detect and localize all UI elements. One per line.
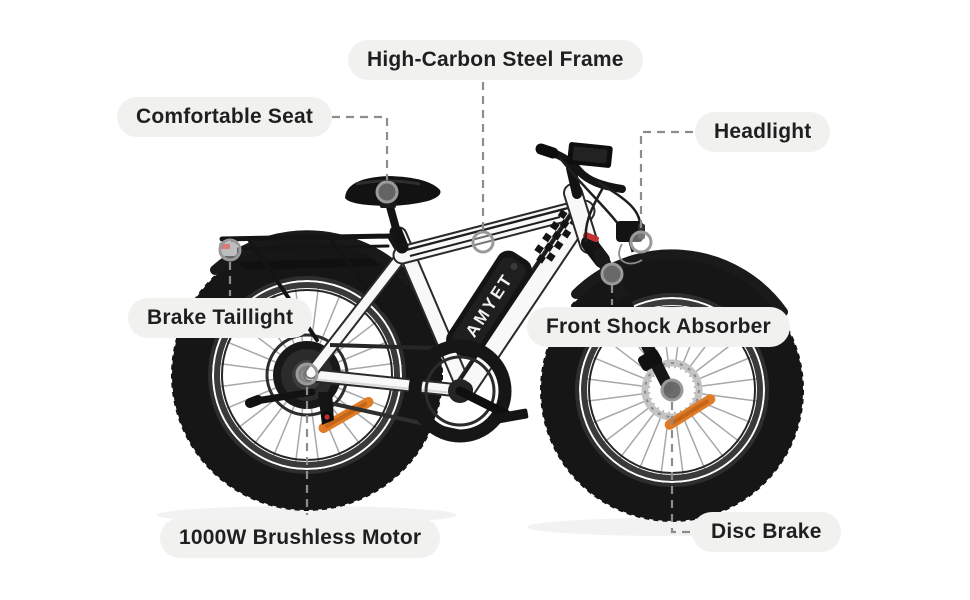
callout-shock: Front Shock Absorber <box>527 307 790 347</box>
kickstand <box>252 388 316 405</box>
handlebar-assembly <box>535 142 642 243</box>
leader-seat <box>332 115 389 180</box>
grip <box>535 143 559 159</box>
lcd-display <box>567 142 613 168</box>
fork-accent-red <box>583 231 599 243</box>
marker-disc-anchor <box>660 378 684 402</box>
callout-taillight: Brake Taillight <box>128 298 313 338</box>
derailleur <box>318 392 334 425</box>
pedal <box>495 408 529 424</box>
callout-headlight: Headlight <box>695 112 831 152</box>
callout-seat: Comfortable Seat <box>117 97 333 137</box>
marker-seat-anchor <box>375 180 399 204</box>
brake-caliper <box>637 349 663 371</box>
crank-arm <box>455 386 511 419</box>
checker-decal <box>534 209 580 264</box>
callout-disc: Disc Brake <box>692 512 841 552</box>
leader-lines <box>218 82 693 534</box>
drivetrain <box>245 339 529 443</box>
front-spoke-reflector <box>664 394 716 430</box>
brake-taillight <box>219 242 237 256</box>
marker-frame-anchor <box>471 230 495 254</box>
marker-taillight-anchor <box>218 238 242 262</box>
brake-cable-3 <box>584 185 606 243</box>
leader-headlight <box>639 130 693 230</box>
headlight <box>616 221 645 265</box>
marker-shock-anchor <box>600 262 624 286</box>
callout-motor: 1000W Brushless Motor <box>160 518 441 558</box>
marker-headlight-anchor <box>629 230 653 254</box>
seat-post <box>385 201 404 245</box>
marker-motor-anchor <box>295 362 319 386</box>
callout-frame: High-Carbon Steel Frame <box>348 40 643 80</box>
leader-disc <box>670 402 690 534</box>
chainring <box>408 339 512 443</box>
